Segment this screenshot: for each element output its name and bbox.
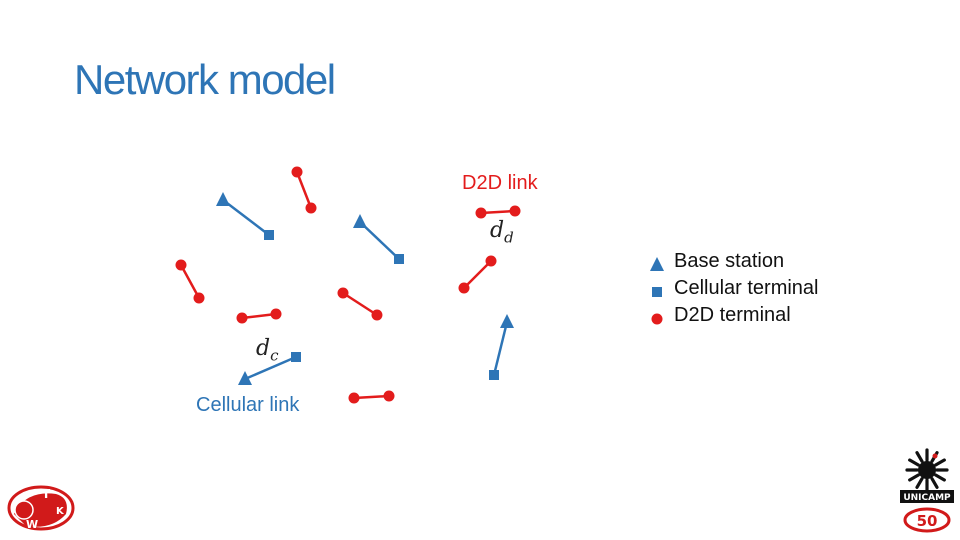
cellular-terminal-square-icon (264, 230, 274, 240)
d2d-distance-symbol: d (490, 218, 505, 243)
d2d-terminal-circle-icon (337, 287, 349, 299)
cellular-terminal-square-icon (489, 370, 499, 380)
slide-title: Network model (74, 56, 336, 103)
cellular-terminal-square-icon (394, 254, 404, 264)
cellular-link (216, 192, 274, 240)
d2d-link (236, 308, 282, 324)
d2d-terminal-circle-icon (458, 282, 470, 294)
lab-logo: T K W (7, 485, 75, 531)
legend-label: Cellular terminal (674, 277, 819, 299)
unicamp-logo: UNICAMP 50 (900, 448, 954, 533)
d2d-link (291, 166, 317, 214)
d2d-terminal-circle-icon (485, 255, 497, 267)
unicamp-badge-text: 50 (917, 512, 938, 530)
base-station-triangle-icon (216, 192, 230, 206)
circle-icon (651, 313, 663, 325)
d2d-terminal-circle-icon (193, 292, 205, 304)
d2d-terminal-circle-icon (305, 202, 317, 214)
cellular-distance-label: dc (256, 336, 279, 364)
d2d-distance-label: dd (490, 218, 514, 246)
d2d-link (337, 287, 383, 321)
square-icon (652, 287, 662, 297)
d2d-terminal-circle-icon (383, 390, 395, 402)
cellular-distance-subscript: c (270, 346, 279, 365)
unicamp-logo-text: UNICAMP (903, 493, 951, 503)
d2d-link (348, 390, 395, 404)
base-station-triangle-icon (238, 371, 252, 385)
svg-text:K: K (56, 506, 65, 517)
d2d-terminal-circle-icon (475, 207, 487, 219)
cellular-link (238, 352, 301, 385)
cellular-link (489, 314, 514, 380)
svg-text:T: T (42, 487, 51, 501)
svg-text:W: W (26, 518, 38, 531)
triangle-icon (650, 257, 664, 271)
cellular-link (353, 214, 404, 264)
d2d-terminal-circle-icon (175, 259, 187, 271)
d2d-terminal-circle-icon (509, 205, 521, 217)
cellular-link-label: Cellular link (196, 394, 300, 416)
d2d-link (475, 205, 521, 219)
legend-label: D2D terminal (674, 304, 791, 326)
cellular-distance-symbol: d (256, 336, 271, 361)
d2d-distance-subscript: d (504, 228, 514, 247)
d2d-link-label: D2D link (462, 172, 538, 194)
cellular-terminal-square-icon (291, 352, 301, 362)
d2d-terminal-circle-icon (291, 166, 303, 178)
legend-label: Base station (674, 250, 785, 272)
d2d-link (458, 255, 497, 294)
base-station-triangle-icon (353, 214, 367, 228)
base-station-triangle-icon (500, 314, 514, 328)
d2d-terminal-circle-icon (348, 392, 360, 404)
d2d-link (175, 259, 205, 304)
d2d-terminal-circle-icon (371, 309, 383, 321)
d2d-terminal-circle-icon (270, 308, 282, 320)
d2d-terminal-circle-icon (236, 312, 248, 324)
